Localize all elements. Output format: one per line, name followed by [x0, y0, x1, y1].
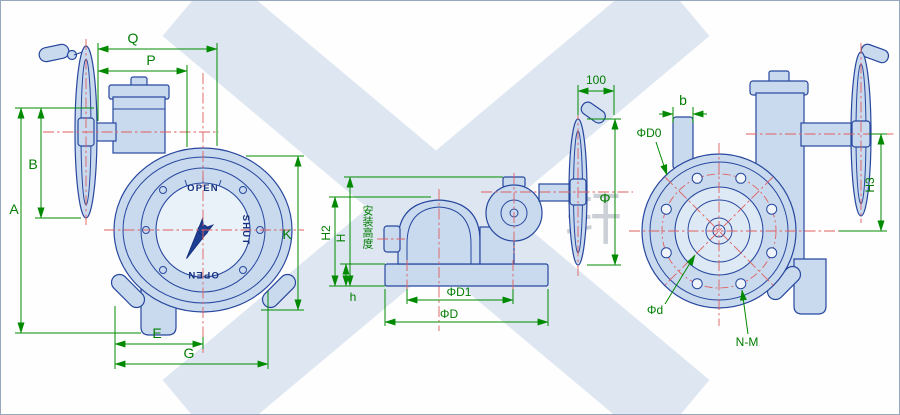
bolt-hole [735, 278, 747, 290]
front-left-lug [110, 273, 146, 309]
bolt-hole [735, 172, 747, 184]
dim-label-h: H [334, 234, 348, 243]
dim-label-phi: Φ [599, 190, 610, 206]
dial-label-open-top: OPEN [187, 183, 219, 194]
dial-tick [218, 179, 222, 187]
dim-label-phid0: ΦD0 [637, 126, 662, 140]
dim-label-q: Q [128, 30, 139, 46]
bolt-hole [766, 247, 778, 259]
dim-label-k: K [282, 226, 292, 242]
front-right-lug [261, 273, 297, 309]
dim-label-phid: ΦD [440, 307, 459, 321]
front-handwheel [38, 43, 98, 219]
dim-label-phid-small: Φd [647, 303, 663, 317]
dial-bolt [239, 186, 247, 194]
side-view: 100 Φ H2 H 安装高度 h ΦD1 [319, 73, 633, 331]
dim-label-100: 100 [586, 73, 606, 87]
front-stem-column [112, 96, 166, 154]
dim-label-e: E [152, 325, 161, 341]
centerline-diagonal [664, 176, 774, 286]
bolt-hole [660, 203, 672, 215]
bolt-hole [691, 172, 703, 184]
side-centerlines [377, 109, 633, 331]
dim-label-a: A [9, 201, 19, 217]
dim-label-h-base: h [350, 290, 357, 304]
dim-label-nm: N-M [736, 335, 759, 349]
flange-view: b ΦD0 H3 Φd N-M [629, 43, 896, 349]
dim-label-g: G [184, 345, 195, 361]
front-view: OPEN SHUT OPEN Q P A [9, 30, 304, 369]
knob-ball [66, 49, 78, 61]
handwheel-knob [860, 43, 890, 64]
flange-dimensions: b ΦD0 H3 Φd N-M [637, 92, 887, 349]
front-centerlines [43, 39, 304, 353]
flange-centerlines [629, 43, 896, 326]
dial-bolt [239, 266, 247, 274]
centerline-diagonal [664, 176, 774, 286]
side-input-shaft [538, 183, 572, 202]
side-dome-inner [406, 206, 472, 264]
handwheel-knob [38, 43, 70, 63]
bolt-hole [691, 278, 703, 290]
dim-label-h3: H3 [863, 177, 877, 193]
leader-phid0 [655, 141, 668, 176]
side-dimensions: 100 Φ H2 H 安装高度 h ΦD1 [319, 73, 621, 326]
leader-phid-small [664, 254, 696, 305]
dial-bolt [159, 266, 167, 274]
leader-nm [739, 289, 749, 335]
flange-bottom-pipe [793, 258, 827, 315]
bolt-hole [766, 203, 778, 215]
dim-label-b: b [679, 92, 687, 108]
dim-label-h2: H2 [319, 225, 333, 241]
bolt-hole [660, 247, 672, 259]
side-base-plate [384, 263, 549, 287]
dim-label-b: B [28, 156, 37, 172]
dim-label-phid1: ΦD1 [447, 285, 472, 299]
front-dimensions: Q P A B K E G [9, 30, 304, 369]
handwheel-knob [580, 101, 606, 124]
dial-tick [184, 179, 188, 187]
dial-bolt [159, 186, 167, 194]
dim-label-install-height: 安装高度 [361, 204, 374, 250]
dim-label-p: P [146, 52, 155, 68]
flange-input-shaft [800, 122, 856, 147]
